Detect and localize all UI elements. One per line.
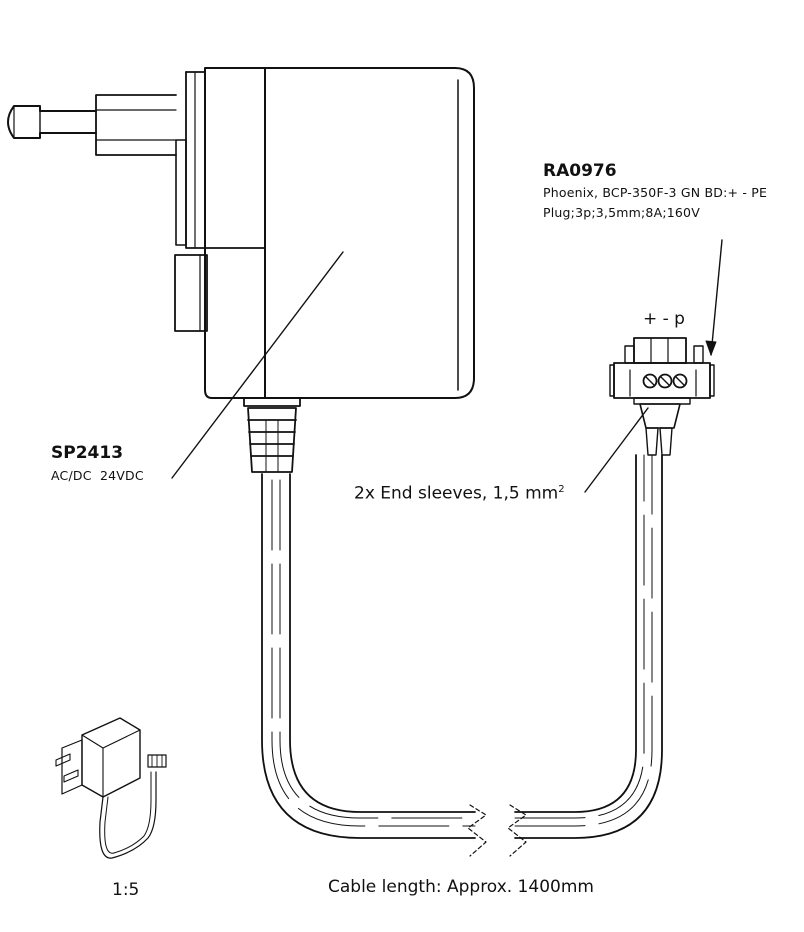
connector-part-number: RA0976 (543, 161, 617, 181)
end-sleeves-label: 2x End sleeves, 1,5 mm2 (354, 485, 565, 503)
cable-length-label: Cable length: Approx. 1400mm (328, 877, 594, 897)
connector-spec-line1: Phoenix, BCP-350F-3 GN BD:+ - PE (543, 185, 768, 200)
end-sleeves-text: 2x End sleeves, 1,5 mm (354, 483, 559, 504)
adapter-description: AC/DC 24VDC (51, 468, 144, 483)
cable (261, 454, 663, 839)
strain-relief (243, 397, 301, 473)
end-sleeves-superscript: 2 (558, 484, 565, 495)
eu-plug (7, 94, 177, 156)
phoenix-connector (609, 337, 715, 456)
power-adapter (174, 67, 475, 399)
cable-break-marks (467, 804, 527, 857)
connector-pin-labels: + - p (643, 309, 685, 329)
leader-lines (171, 239, 723, 493)
scale-label: 1:5 (112, 880, 140, 900)
adapter-thumbnail (55, 717, 167, 859)
adapter-part-number: SP2413 (51, 443, 124, 463)
connector-spec-line2: Plug;3p;3,5mm;8A;160V (543, 205, 700, 220)
